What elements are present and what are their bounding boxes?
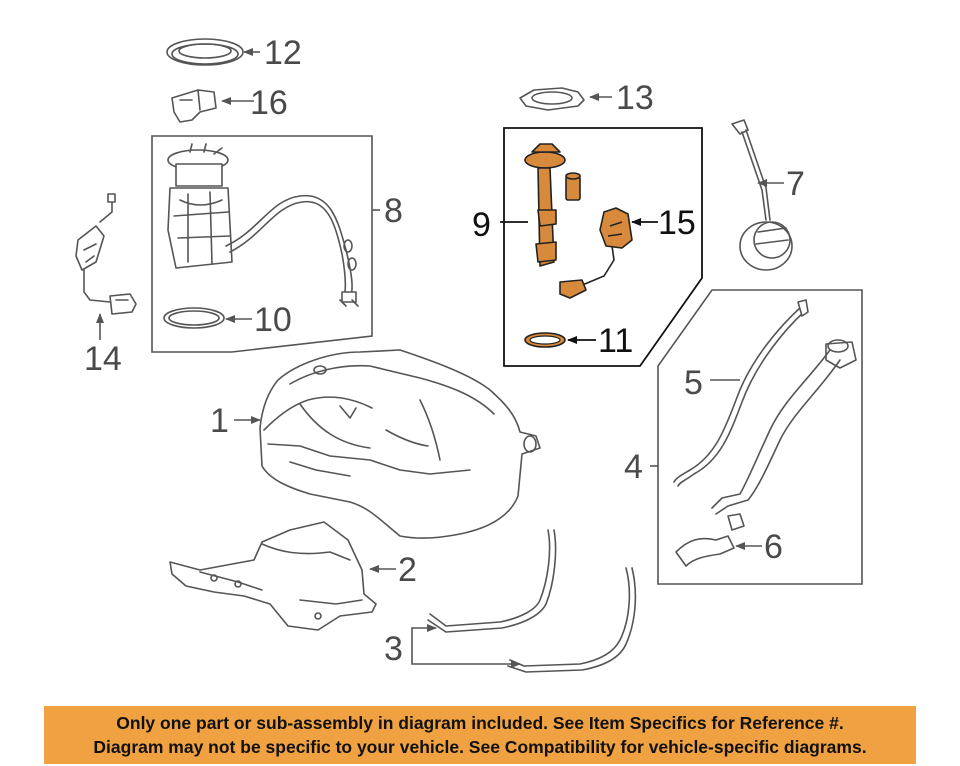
leader-3a — [411, 624, 437, 648]
callout-10: 10 — [254, 301, 292, 339]
part-15-float-arm — [559, 207, 633, 299]
part-4-filler-pipe — [711, 339, 857, 515]
disclaimer-banner: Only one part or sub-assembly in diagram… — [44, 706, 916, 764]
callout-12: 12 — [264, 34, 302, 72]
part-1-fuel-tank — [259, 349, 541, 539]
part-14-sensor-harness — [75, 193, 137, 315]
callout-3: 3 — [384, 630, 403, 668]
part-5-vent-hose — [673, 299, 809, 487]
callout-9: 9 — [472, 206, 491, 244]
callout-5: 5 — [684, 364, 703, 402]
callout-1: 1 — [210, 402, 229, 440]
callout-15: 15 — [658, 204, 696, 242]
part-12-seal-ring — [166, 38, 244, 66]
part-2-heat-shield — [169, 521, 377, 631]
part-16-connector — [171, 89, 217, 123]
callout-16: 16 — [250, 84, 288, 122]
part-10-o-ring — [163, 307, 225, 329]
part-13-lock-ring — [519, 87, 585, 111]
part-9-group-box — [503, 127, 703, 367]
part-11-seal — [524, 332, 566, 348]
callout-2: 2 — [398, 551, 417, 589]
disclaimer-line-2: Diagram may not be specific to your vehi… — [93, 737, 867, 757]
callout-14: 14 — [84, 340, 122, 378]
callout-7: 7 — [786, 165, 805, 203]
callout-4: 4 — [624, 448, 643, 486]
part-6-hose — [675, 513, 745, 567]
part-7-fuel-cap — [731, 119, 793, 271]
disclaimer-line-1: Only one part or sub-assembly in diagram… — [116, 713, 844, 733]
part-4-group-box — [657, 289, 863, 585]
leader-3b — [411, 648, 521, 668]
part-3-tank-straps — [427, 529, 637, 673]
callout-6: 6 — [764, 528, 783, 566]
part-9-sender-assembly — [524, 143, 581, 267]
callout-11: 11 — [598, 322, 633, 360]
part-8-fuel-pump-module — [167, 143, 359, 307]
callout-13: 13 — [616, 79, 654, 117]
part-8-group-box — [151, 135, 373, 353]
callout-8: 8 — [384, 192, 403, 230]
